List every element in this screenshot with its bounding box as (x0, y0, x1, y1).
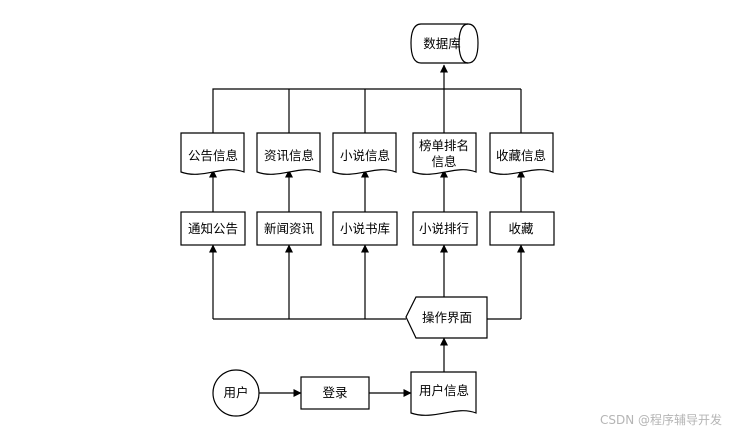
bus-to-database (212, 88, 521, 150)
user-info-label: 用户信息 (419, 383, 469, 398)
login-label: 登录 (322, 385, 347, 400)
database-label: 数据库 (423, 36, 461, 51)
user-label: 用户 (223, 385, 248, 400)
connectors (209, 64, 525, 397)
process-news: 新闻资讯 (256, 211, 322, 246)
ranking-label: 小说排行 (419, 221, 469, 236)
library-label: 小说书库 (340, 221, 390, 236)
user-info-node: 用户信息 (410, 371, 477, 416)
news-label: 新闻资讯 (264, 221, 315, 236)
login-node: 登录 (300, 376, 370, 410)
favorite-info-label: 收藏信息 (496, 148, 546, 163)
process-ranking: 小说排行 (412, 211, 478, 246)
ranking-info-label-line1: 榜单排名 (419, 138, 469, 153)
news-info-label: 资讯信息 (264, 148, 314, 163)
user-node: 用户 (212, 369, 260, 417)
document-announcement-info: 公告信息 (180, 132, 245, 175)
process-notice: 通知公告 (180, 211, 246, 246)
process-favorite: 收藏 (489, 211, 555, 246)
watermark: CSDN @程序辅导开发 (600, 412, 722, 427)
notice-label: 通知公告 (188, 221, 238, 236)
document-favorite-info: 收藏信息 (489, 132, 554, 175)
display-label: 操作界面 (422, 310, 472, 325)
document-news-info: 资讯信息 (256, 132, 321, 175)
document-novel-info: 小说信息 (332, 132, 397, 175)
display-node: 操作界面 (405, 296, 488, 339)
ranking-info-label-line2: 信息 (431, 154, 456, 169)
favorite-label: 收藏 (508, 221, 534, 236)
database-node: 数据库 (410, 23, 479, 64)
document-ranking-info: 榜单排名 信息 (412, 132, 477, 175)
novel-info-label: 小说信息 (340, 148, 390, 163)
announcement-info-label: 公告信息 (188, 148, 238, 163)
process-library: 小说书库 (332, 211, 398, 246)
